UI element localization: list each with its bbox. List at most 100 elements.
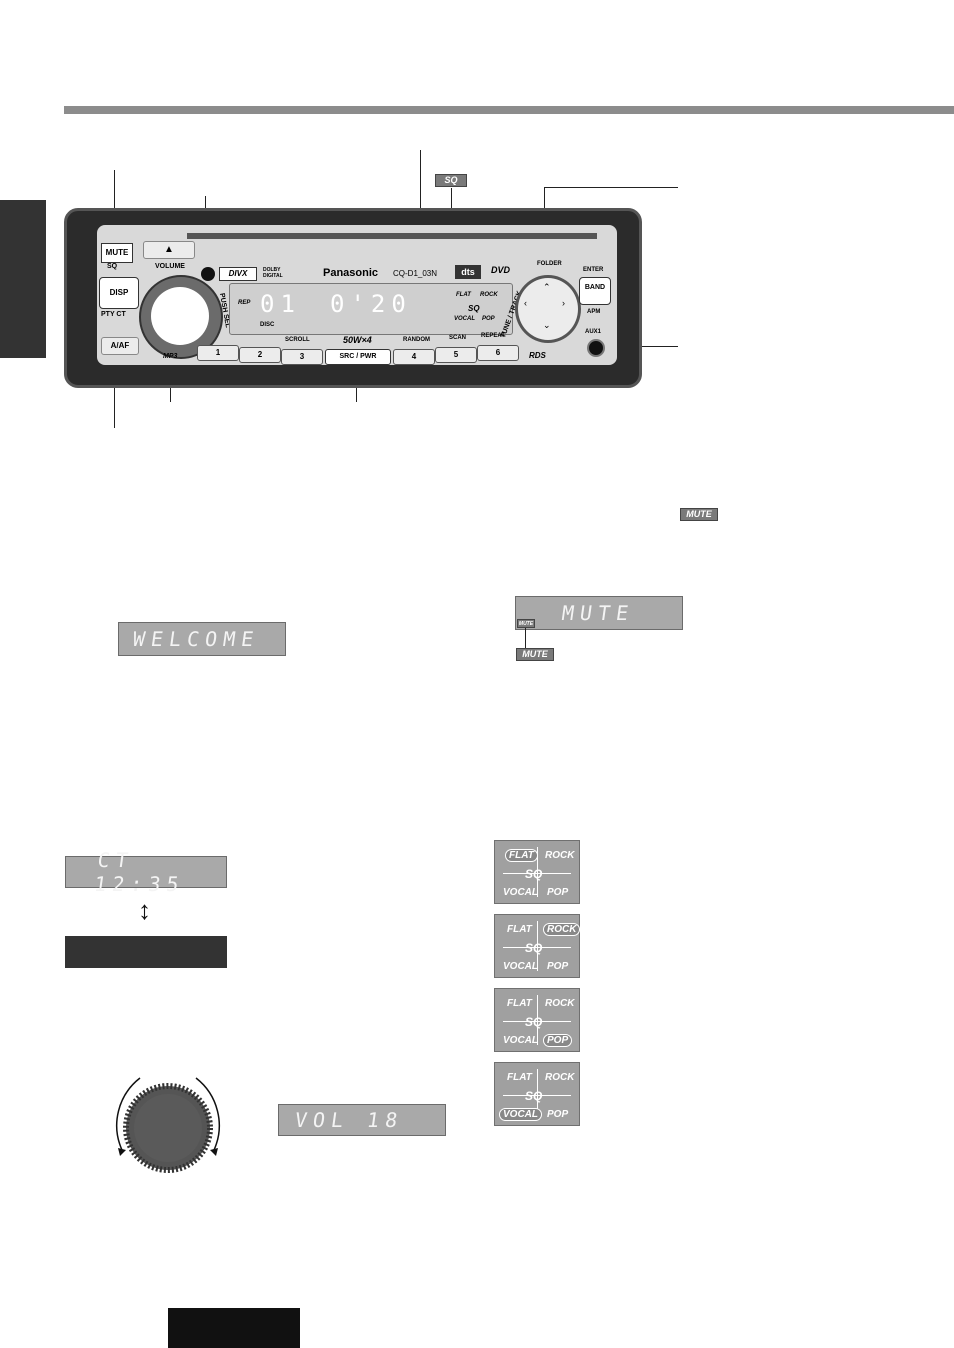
- joystick-down-icon[interactable]: ⌄: [543, 320, 551, 330]
- sq-panel-pop: FLAT ROCK SQ VOCAL POP: [494, 988, 580, 1052]
- blank-display: [65, 936, 227, 968]
- disp-button[interactable]: DISP: [99, 277, 139, 309]
- joystick-right-icon[interactable]: ›: [562, 298, 565, 308]
- sq-label: SQ: [525, 941, 543, 955]
- leader-mute-indicator: [525, 628, 526, 648]
- power-rating: 50W×4: [343, 335, 372, 345]
- enter-label: ENTER: [583, 267, 604, 273]
- folder-label: FOLDER: [537, 261, 562, 267]
- mute-button[interactable]: MUTE: [101, 243, 133, 263]
- brand: Panasonic: [323, 267, 379, 279]
- toggle-arrow-icon: ↕: [138, 895, 151, 925]
- preset-5[interactable]: 5: [435, 347, 477, 363]
- sq-panel-flat: FLAT ROCK SQ VOCAL POP: [494, 840, 580, 904]
- sq-rock: ROCK: [545, 1072, 575, 1083]
- header-rule: [64, 106, 954, 114]
- dolby-logo: DOLBY DIGITAL: [263, 267, 283, 279]
- sq-vocal: VOCAL: [499, 1108, 542, 1121]
- pty-label: PTY CT: [101, 311, 126, 318]
- sq-cross-v: [537, 995, 538, 1045]
- sq-pop: POP: [543, 1034, 573, 1047]
- sq-panel-vocal: FLAT ROCK SQ VOCAL POP: [494, 1062, 580, 1126]
- sq-label: SQ: [107, 263, 118, 270]
- display-pop: POP: [482, 316, 495, 322]
- rds-logo: RDS: [529, 351, 546, 360]
- sq-pop: POP: [547, 887, 569, 898]
- lcd-volume: VOL 18: [278, 1104, 446, 1136]
- volume-rotate-arrows: [115, 1077, 221, 1156]
- lcd-welcome: WELCOME: [118, 622, 286, 656]
- sq-label: SQ: [525, 867, 543, 881]
- track-number: 01: [260, 290, 301, 318]
- lcd-mute-text: MUTE: [560, 601, 636, 625]
- display-sq: SQ: [468, 304, 480, 313]
- sq-flat: FLAT: [507, 924, 532, 935]
- lcd-mute: MUTE: [515, 596, 683, 630]
- sq-vocal: VOCAL: [503, 961, 538, 972]
- mute-indicator-mid: MUTE: [516, 648, 554, 661]
- sq-rock: ROCK: [543, 923, 581, 936]
- src-pwr-button[interactable]: SRC / PWR: [325, 349, 391, 365]
- scroll-label: SCROLL: [285, 337, 310, 343]
- display-rock: ROCK: [480, 292, 498, 298]
- sq-flat: FLAT: [507, 1072, 532, 1083]
- sq-cross-v: [537, 1069, 538, 1119]
- apm-label: APM: [587, 309, 601, 315]
- leader-joystick-h: [544, 187, 678, 188]
- repeat-label: REPEAT: [481, 333, 505, 339]
- lcd-welcome-text: WELCOME: [131, 627, 261, 651]
- page-footer-block: [168, 1308, 300, 1348]
- lcd-clock-text: CT 12:35: [92, 848, 187, 896]
- joystick[interactable]: ⌃ ⌄ ‹ ›: [515, 275, 581, 343]
- aux-jack[interactable]: [587, 339, 605, 357]
- leader-mute: [114, 170, 115, 240]
- divx-logo: DIVX: [219, 267, 257, 281]
- sq-rock: ROCK: [545, 850, 575, 861]
- preset-6[interactable]: 6: [477, 345, 519, 361]
- elapsed-time: 0'20: [330, 290, 412, 318]
- sq-indicator: SQ: [435, 174, 467, 187]
- sq-label: SQ: [525, 1089, 543, 1103]
- preset-2[interactable]: 2: [239, 347, 281, 363]
- volume-knob-cap: [151, 287, 209, 345]
- sq-label: SQ: [525, 1015, 543, 1029]
- head-unit: ▲ MUTE SQ DISP PTY CT A/AF VOLUME PUSH S…: [64, 208, 642, 388]
- sq-cross-v: [537, 847, 538, 897]
- volume-dial-svg: [123, 1083, 213, 1173]
- display-flat: FLAT: [456, 292, 471, 298]
- sq-vocal: VOCAL: [503, 1035, 538, 1046]
- sq-vocal: VOCAL: [503, 887, 538, 898]
- sq-pop: POP: [547, 1109, 569, 1120]
- lcd-clock: CT 12:35: [65, 848, 227, 896]
- scan-label: SCAN: [449, 335, 467, 341]
- volume-label: VOLUME: [155, 263, 185, 270]
- dts-logo: dts: [455, 265, 481, 279]
- sq-flat: FLAT: [505, 849, 538, 862]
- sq-pop: POP: [547, 961, 569, 972]
- disc-slot: [187, 233, 597, 239]
- remote-sensor: [201, 267, 215, 281]
- sq-flat: FLAT: [507, 998, 532, 1009]
- band-button[interactable]: BAND: [579, 277, 611, 305]
- joystick-up-icon[interactable]: ⌃: [543, 282, 551, 292]
- sq-rock: ROCK: [545, 998, 575, 1009]
- lcd-mute-small-indicator: MUTE: [517, 619, 535, 628]
- display-vocal: VOCAL: [454, 316, 475, 322]
- sq-cross-v: [537, 921, 538, 971]
- main-display: REP 01 0'20 DISC FLAT ROCK SQ VOCAL POP: [229, 283, 513, 335]
- rep-indicator: REP: [238, 300, 251, 306]
- volume-dial-diagram[interactable]: [120, 1080, 216, 1176]
- aux1-label: AUX1: [585, 329, 602, 335]
- model: CQ-D1_03N: [393, 269, 438, 278]
- preset-1[interactable]: 1: [197, 345, 239, 361]
- sq-panel-rock: FLAT ROCK SQ VOCAL POP: [494, 914, 581, 978]
- side-tab: [0, 200, 46, 358]
- joystick-left-icon[interactable]: ‹: [524, 298, 527, 308]
- preset-3[interactable]: 3: [281, 349, 323, 365]
- preset-4[interactable]: 4: [393, 349, 435, 365]
- disc-indicator: DISC: [260, 322, 275, 328]
- random-label: RANDOM: [403, 337, 430, 343]
- eject-button[interactable]: ▲: [143, 241, 195, 259]
- mute-indicator-top: MUTE: [680, 508, 718, 521]
- ta-af-button[interactable]: A/AF: [101, 337, 139, 355]
